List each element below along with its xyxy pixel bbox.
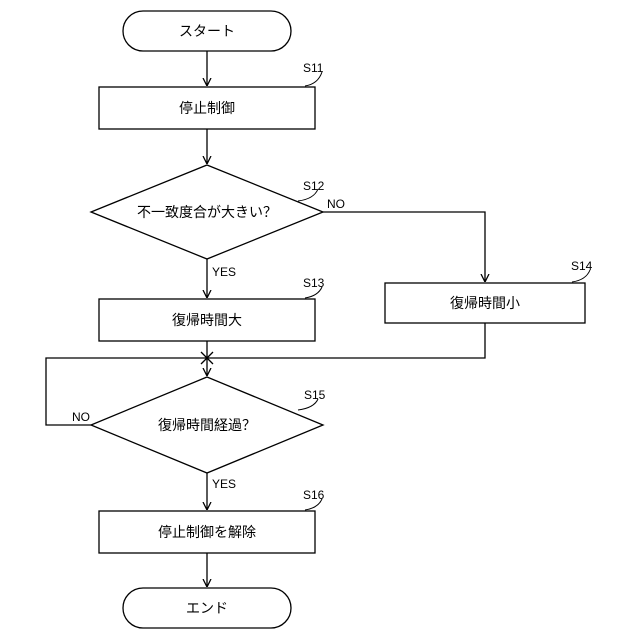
step-s14-label: 復帰時間小 [450,295,520,312]
s12-no-label: NO [327,197,345,211]
step-s12-label: 不一致度合が大きい？ [137,205,277,221]
step-s15-decision: 復帰時間経過？ [91,377,323,473]
end-label: エンド [186,601,228,617]
s12-yes-label: YES [212,265,236,279]
step-s14-process: 復帰時間小 [385,283,585,323]
start-terminal: スタート [123,11,291,51]
step-s15-ref: S15 [304,388,326,402]
step-s11-ref: S11 [303,61,324,75]
start-label: スタート [179,24,235,40]
step-s16-process: 停止制御を解除 [99,511,315,553]
step-s13-label: 復帰時間大 [172,312,242,329]
step-s13-ref: S13 [303,276,325,290]
step-s11-label: 停止制御 [179,100,235,117]
end-terminal: エンド [123,588,291,628]
connector-s12-s14 [323,212,485,282]
step-s11-process: 停止制御 [99,87,315,129]
step-s13-process: 復帰時間大 [99,299,315,341]
s15-no-label: NO [72,410,90,424]
step-s12-ref: S12 [303,179,325,193]
step-s16-label: 停止制御を解除 [158,524,256,541]
s15-yes-label: YES [212,477,236,491]
step-s16-ref: S16 [303,488,325,502]
step-s15-label: 復帰時間経過？ [158,417,256,434]
step-s12-decision: 不一致度合が大きい？ [91,165,323,259]
step-s14-ref: S14 [571,259,593,273]
